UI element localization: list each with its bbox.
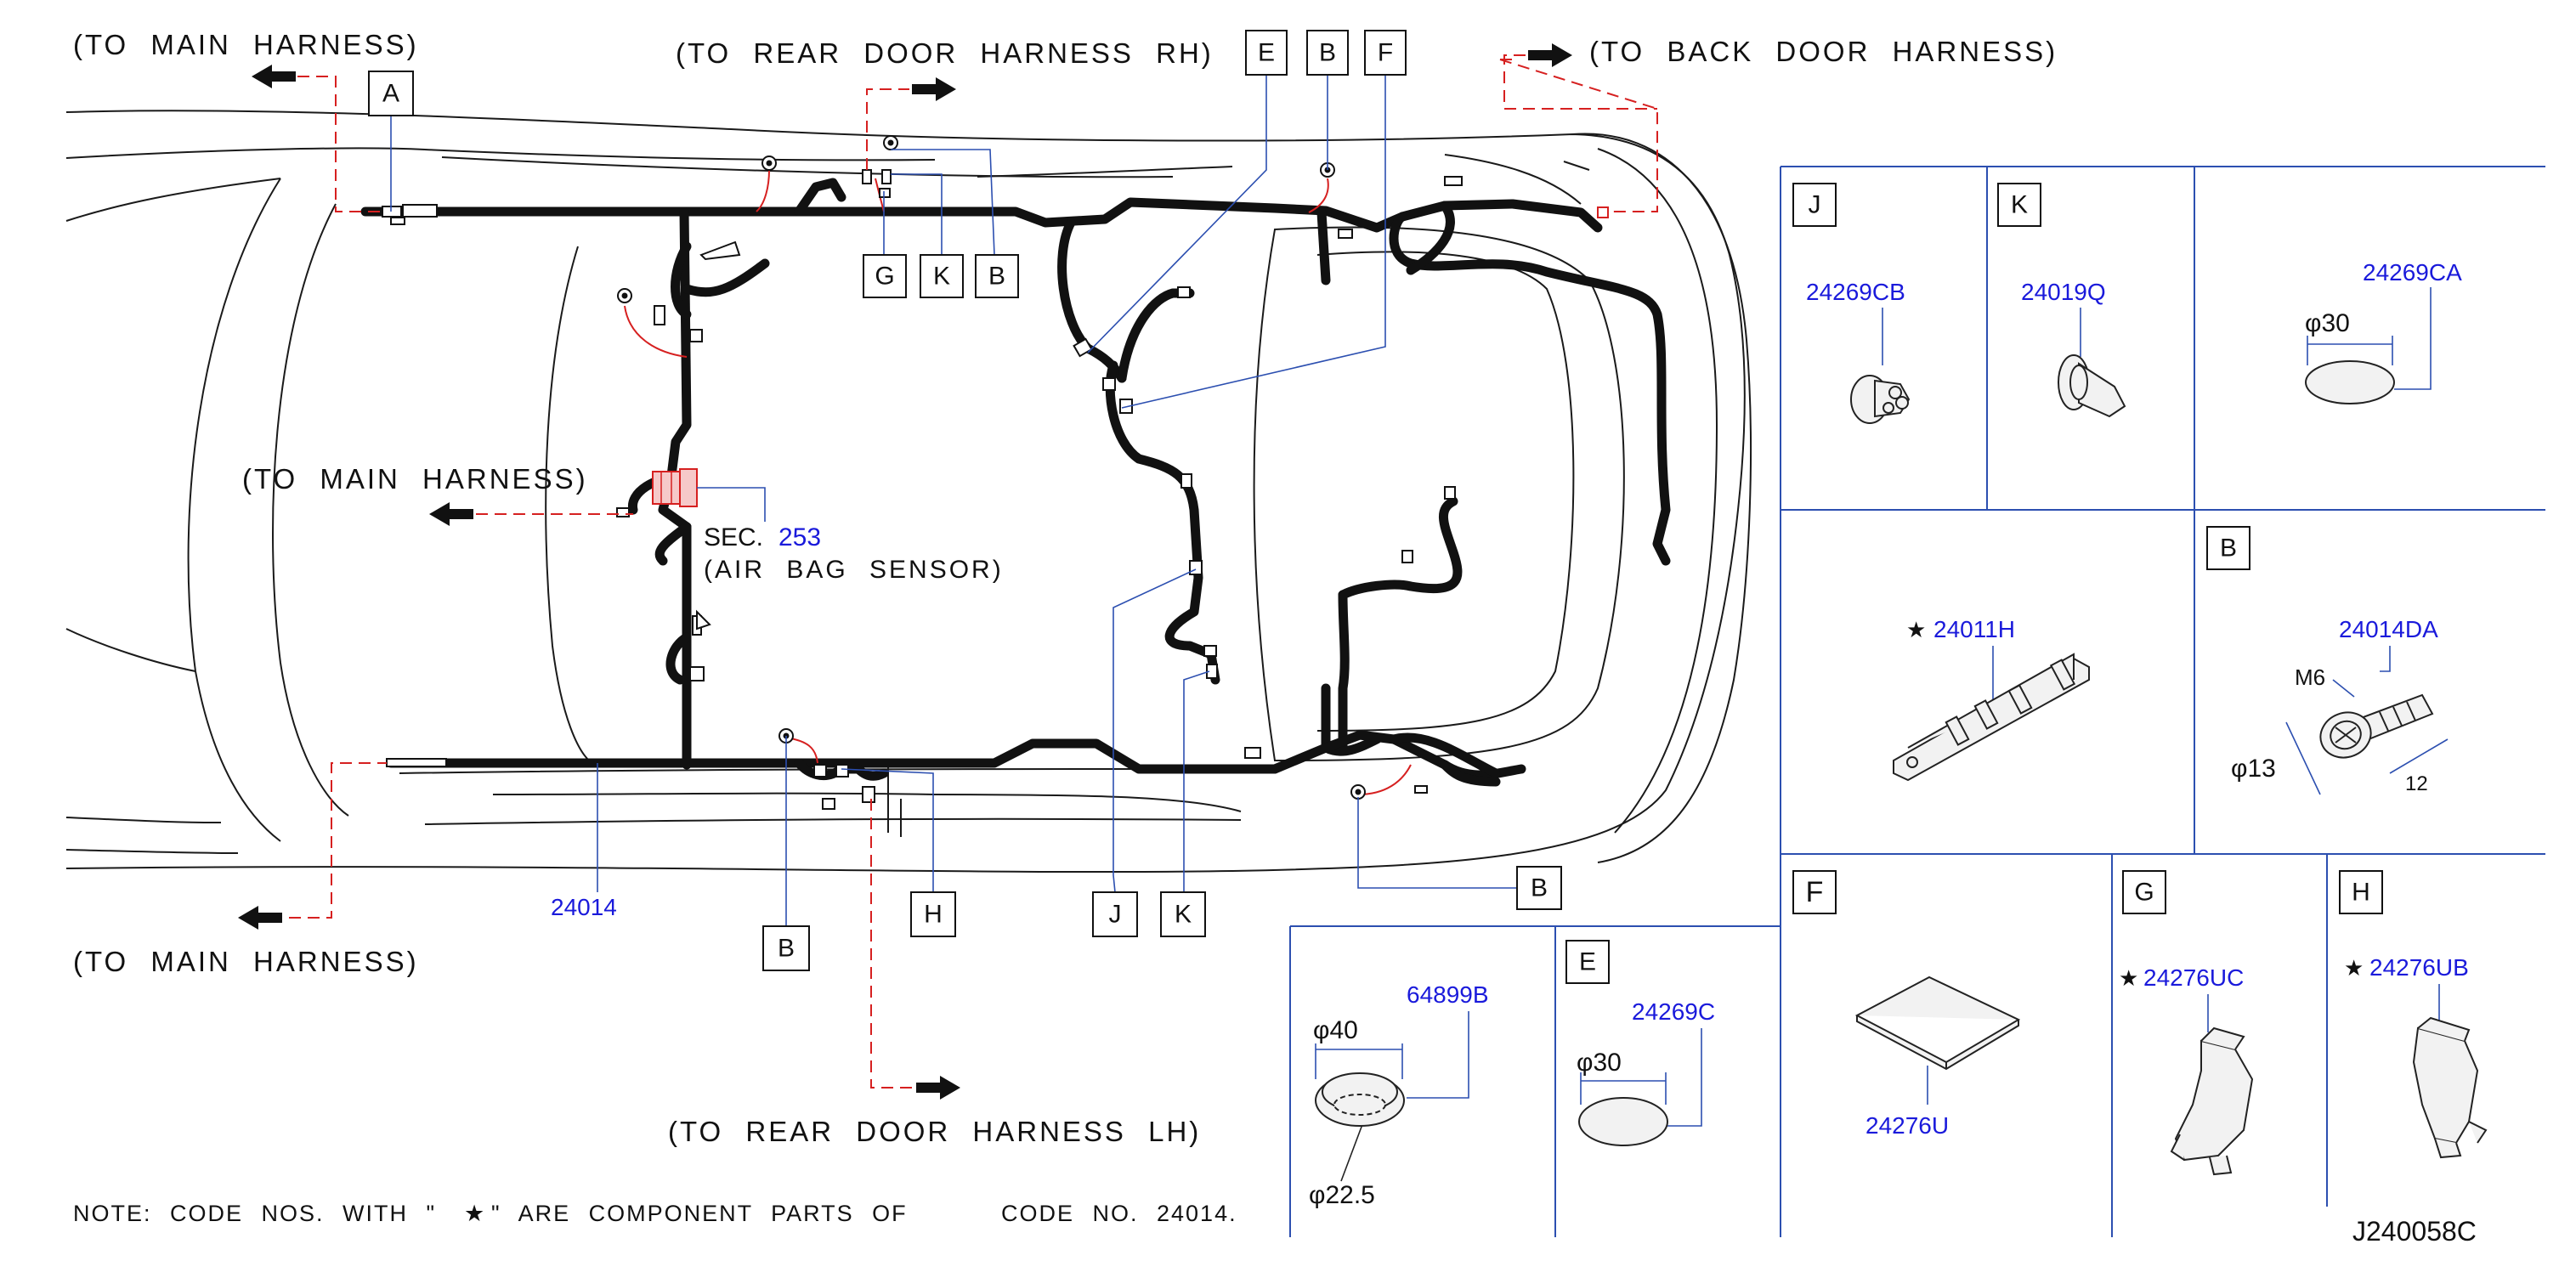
grommet-24269ca-icon (2305, 360, 2395, 404)
destination-labels: (TO MAIN HARNESS) (TO REAR DOOR HARNESS … (73, 29, 2058, 1147)
sec-prefix: SEC. (704, 523, 763, 551)
note-star: ★ (464, 1201, 486, 1226)
panel-j-part: 24269CB (1806, 279, 1905, 305)
plug-64899b-icon (1315, 1072, 1405, 1127)
panel-plug-part: 64899B (1407, 981, 1489, 1008)
panel-plug-inner: φ22.5 (1309, 1181, 1375, 1209)
callout-k-top: K (933, 263, 950, 291)
panel-ca: 24269CA φ30 (2305, 259, 2462, 404)
callout-e: E (1258, 39, 1275, 67)
panel-bracket: ★ 24011H (1893, 616, 2090, 782)
parts-panel-grid (1289, 166, 2545, 1237)
panel-h-part: 24276UB (2369, 954, 2469, 981)
label-to-main-harness-top: (TO MAIN HARNESS) (73, 29, 419, 60)
destination-leaders (289, 59, 1658, 1089)
panel-b: 24014DA M6 φ13 12 (2231, 616, 2449, 795)
airbag-sensor-connector (652, 468, 698, 507)
clip-24276ub-icon (2412, 1016, 2488, 1159)
panel-k-letter: K (2011, 191, 2028, 219)
panel-e: 24269C φ30 (1577, 998, 1715, 1146)
panel-k: 24019Q (2021, 279, 2126, 418)
footnote: NOTE: CODE NOS. WITH " ★ " ARE COMPONENT… (73, 1201, 1237, 1226)
panel-b-letter: B (2220, 534, 2237, 563)
panel-h-star: ★ (2344, 955, 2364, 981)
panel-letters: J K B E F G H (1579, 191, 2370, 976)
label-to-back-door: (TO BACK DOOR HARNESS) (1589, 36, 2058, 67)
panel-h-letter: H (2352, 879, 2370, 907)
callout-boxes (368, 30, 1562, 971)
panel-g-letter: G (2134, 879, 2154, 907)
panel-e-part: 24269C (1632, 998, 1715, 1025)
harness-part-number: 24014 (551, 894, 617, 920)
grommet-24269c-icon (1578, 1097, 1668, 1146)
sec-reference: SEC. 253 (AIR BAG SENSOR) (704, 523, 1004, 584)
callout-a: A (382, 80, 399, 108)
note-part2: " ARE COMPONENT PARTS OF (491, 1201, 908, 1226)
label-to-main-harness-mid: (TO MAIN HARNESS) (242, 463, 588, 495)
harness-clips (382, 169, 1609, 810)
panel-ca-part: 24269CA (2363, 259, 2462, 286)
panel-plug-outer: φ40 (1313, 1016, 1358, 1044)
label-to-rear-door-rh: (TO REAR DOOR HARNESS RH) (676, 37, 1214, 69)
drawing-id: J240058C (2352, 1216, 2477, 1247)
label-to-rear-door-lh: (TO REAR DOOR HARNESS LH) (668, 1116, 1201, 1147)
panel-mid-star: ★ (1906, 617, 1926, 642)
pad-24276u-icon (1854, 975, 2021, 1071)
callout-leaders (390, 75, 1517, 926)
panel-ca-dim: φ30 (2305, 309, 2350, 337)
panel-b-thread: M6 (2295, 664, 2325, 690)
callout-k-bottom: K (1175, 901, 1192, 929)
callout-b-bottom: B (778, 935, 795, 963)
bracket-24011h-icon (1893, 653, 2090, 782)
callout-g: G (875, 263, 894, 291)
label-to-main-harness-bottom: (TO MAIN HARNESS) (73, 946, 419, 977)
panel-f: 24276U (1854, 975, 2021, 1139)
ground-terminals (617, 135, 1366, 800)
panel-g-part: 24276UC (2143, 964, 2244, 991)
clip-24269cb-icon (1850, 375, 1911, 424)
bolt-24014da-icon (2319, 693, 2434, 759)
panel-b-len: 12 (2405, 772, 2428, 795)
sec-number: 253 (778, 523, 821, 551)
callout-h: H (924, 901, 943, 929)
vehicle-body-outline (65, 110, 1752, 874)
callout-f: F (1378, 39, 1393, 67)
panel-e-dim: φ30 (1577, 1049, 1622, 1077)
panel-f-letter: F (1806, 876, 1824, 908)
panel-h: ★ 24276UB (2344, 954, 2488, 1159)
clip-24019q-icon (2058, 354, 2126, 418)
note-part3: CODE NO. 24014. (1001, 1201, 1237, 1226)
callout-b-upper: B (988, 263, 1005, 291)
callout-letters: A E B F G K B B H J K B (382, 39, 1548, 963)
panel-letter-boxes (1565, 183, 2383, 984)
destination-arrows (238, 43, 1572, 1100)
panel-mid-part: 24011H (1933, 616, 2015, 642)
panel-g-star: ★ (2119, 965, 2138, 991)
clip-24276uc-icon (2170, 1026, 2254, 1176)
callout-j: J (1109, 901, 1122, 929)
sec-description: (AIR BAG SENSOR) (704, 556, 1004, 584)
panel-j-letter: J (1809, 191, 1821, 219)
panel-j: 24269CB (1806, 279, 1911, 424)
back-door-leader (1503, 54, 1657, 110)
panel-e-letter: E (1579, 948, 1596, 976)
callout-b-top: B (1319, 39, 1336, 67)
panel-plug: 64899B φ40 φ22.5 (1309, 981, 1489, 1209)
panel-k-part: 24019Q (2021, 279, 2106, 305)
panel-b-dia: φ13 (2231, 755, 2276, 783)
panel-g: ★ 24276UC (2119, 964, 2254, 1176)
note-part1: NOTE: CODE NOS. WITH " (73, 1201, 436, 1226)
panel-b-part: 24014DA (2339, 616, 2438, 642)
callout-b-right: B (1531, 874, 1548, 902)
panel-f-part: 24276U (1865, 1112, 1949, 1139)
